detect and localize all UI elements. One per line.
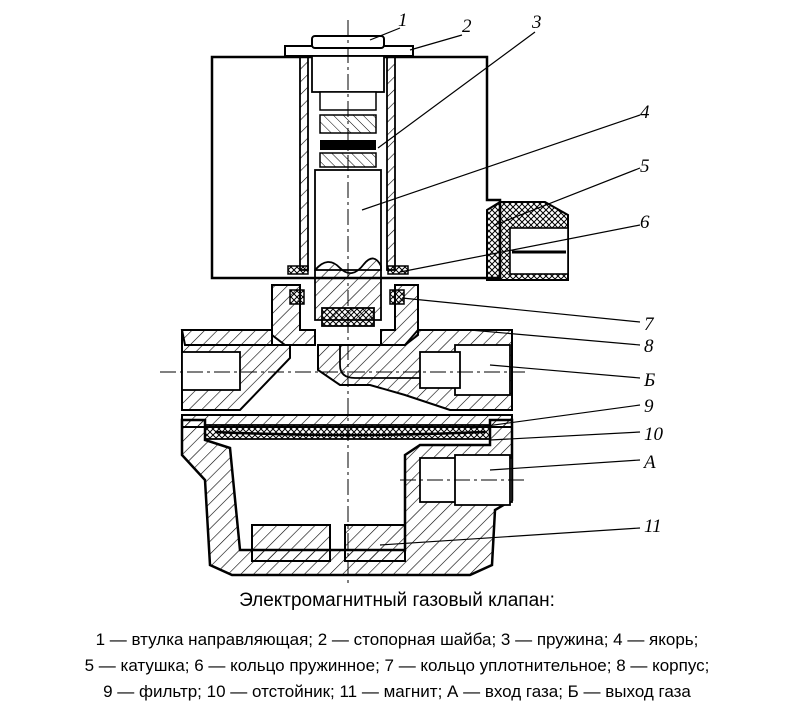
label-7: 7 [644, 314, 655, 335]
label-1: 1 [398, 10, 408, 31]
valve-body [180, 329, 513, 411]
label-5: 5 [640, 156, 650, 177]
label-4: 4 [640, 102, 650, 123]
label-3: 3 [531, 12, 542, 33]
label-8: 8 [644, 336, 654, 357]
legend-line-3: 9 — фильтр; 10 — отстойник; 11 — магнит;… [103, 682, 691, 701]
filter [181, 414, 513, 440]
valve-cross-section-drawing: 1 2 3 4 5 6 7 8 Б 9 10 А 11 [160, 10, 664, 585]
label-b: Б [643, 370, 655, 391]
label-6: 6 [640, 212, 650, 233]
caption-title: Электромагнитный газовый клапан: [239, 590, 555, 611]
label-9: 9 [644, 396, 654, 417]
coil-connector [486, 201, 569, 281]
magnet [251, 524, 406, 562]
label-a: А [642, 452, 656, 473]
label-2: 2 [462, 16, 472, 37]
sealing-rings [289, 289, 405, 305]
center-lines [160, 20, 525, 585]
legend-line-2: 5 — катушка; 6 — кольцо пружинное; 7 — к… [84, 656, 710, 675]
label-11: 11 [644, 516, 662, 537]
label-10: 10 [644, 424, 664, 445]
leader-lines [361, 27, 641, 546]
legend-line-1: 1 — втулка направляющая; 2 — стопорная ш… [95, 630, 699, 649]
